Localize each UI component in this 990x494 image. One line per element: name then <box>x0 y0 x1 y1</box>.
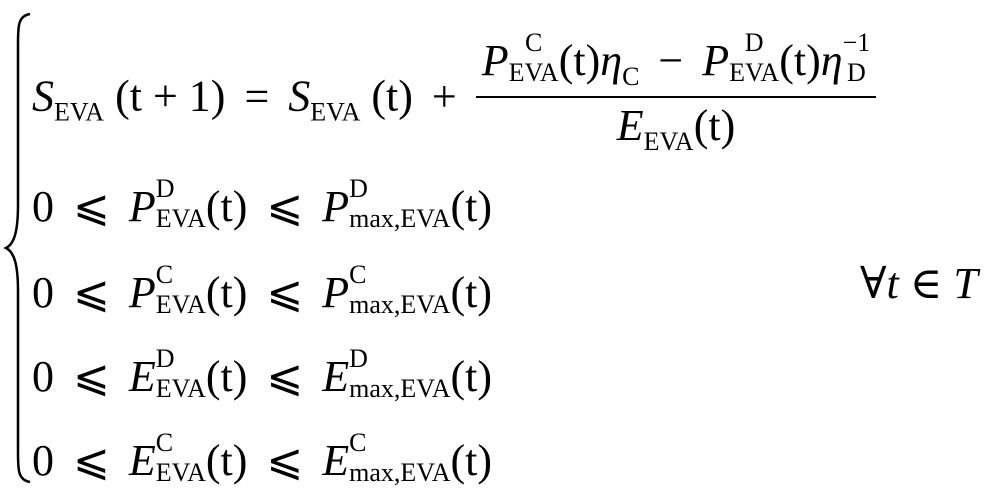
sub-max-eva: max,EVA <box>349 204 451 233</box>
left-brace-icon <box>3 12 31 484</box>
sup-C: C <box>349 260 367 289</box>
arg-t: (t) <box>693 101 736 150</box>
leq-sign: ⩽ <box>73 268 110 317</box>
equals-sign: = <box>244 71 270 121</box>
sub-eva: EVA <box>155 290 206 319</box>
var-P: P <box>481 36 509 85</box>
leq-sign: ⩽ <box>73 352 110 401</box>
zero: 0 <box>32 182 54 231</box>
leq-sign: ⩽ <box>73 436 110 485</box>
var-P: P <box>322 182 350 231</box>
var-S: S <box>32 71 54 121</box>
sub-C: C <box>622 62 640 91</box>
arg-t: (t) <box>205 352 248 401</box>
sub-eva: EVA <box>508 58 559 87</box>
zero: 0 <box>32 268 54 317</box>
var-P: P <box>128 268 156 317</box>
sub-eva: EVA <box>155 458 206 487</box>
sup-D: D <box>349 174 368 203</box>
sub-D: D <box>847 58 866 87</box>
sub-eva: EVA <box>54 97 105 127</box>
sub-eva: EVA <box>310 97 361 127</box>
arg-t: (t) <box>450 352 493 401</box>
sup-C: C <box>155 428 174 457</box>
sub-eva: EVA <box>155 374 206 403</box>
sub-max-eva: max,EVA <box>349 290 451 319</box>
arg-t: (t) <box>205 436 248 485</box>
sup-D: D <box>349 344 368 373</box>
leq-sign: ⩽ <box>266 352 304 401</box>
var-E: E <box>128 352 156 401</box>
sup-D: D <box>155 174 175 203</box>
plus-sign: + <box>431 71 457 121</box>
arg-t: (t) <box>450 182 493 231</box>
sup-C: C <box>349 428 367 457</box>
arg-t: (t) <box>558 36 601 85</box>
arg-t: (t) <box>450 436 493 485</box>
arg-t: (t) <box>205 268 248 317</box>
var-E: E <box>322 436 350 485</box>
var-E: E <box>616 101 644 150</box>
sup-C: C <box>524 28 543 57</box>
var-eta: η <box>820 36 843 85</box>
sup-C: C <box>155 260 174 289</box>
sub-max-eva: max,EVA <box>349 458 451 487</box>
leq-sign: ⩽ <box>266 268 304 317</box>
sub-eva: EVA <box>155 204 206 233</box>
var-P: P <box>322 268 350 317</box>
minus-sign: − <box>658 36 684 85</box>
sub-eva: EVA <box>643 127 694 156</box>
leq-sign: ⩽ <box>73 182 110 231</box>
var-eta: η <box>600 36 623 85</box>
sup-D: D <box>155 344 175 373</box>
sub-max-eva: max,EVA <box>349 374 451 403</box>
arg-t: (t) <box>779 36 821 85</box>
var-E: E <box>322 352 350 401</box>
sup-D: D <box>744 28 764 57</box>
arg-t: (t) <box>371 71 413 121</box>
var-P: P <box>702 36 730 85</box>
arg-t-plus-1: (t + 1) <box>115 71 226 121</box>
zero: 0 <box>32 436 54 485</box>
leq-sign: ⩽ <box>266 182 304 231</box>
sup-minus-1: −1 <box>842 28 871 57</box>
arg-t: (t) <box>450 268 493 317</box>
var-E: E <box>128 436 156 485</box>
var-S: S <box>288 71 311 121</box>
leq-sign: ⩽ <box>266 436 304 485</box>
fraction-denominator: EEVA(t) <box>476 98 877 155</box>
var-P: P <box>128 182 156 231</box>
sub-eva: EVA <box>729 58 780 87</box>
arg-t: (t) <box>205 182 248 231</box>
quantifier-for-all-t: ∀t ∈ T <box>860 259 978 308</box>
zero: 0 <box>32 352 54 401</box>
